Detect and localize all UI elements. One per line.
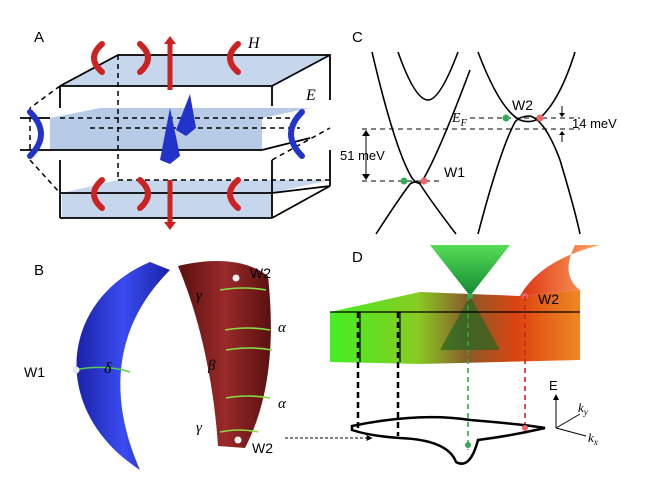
w2-node-top [232, 274, 240, 282]
label-delta: δ [104, 360, 112, 377]
panel-a-label: A [34, 29, 44, 46]
label-e: E [305, 87, 316, 104]
panel-b: B W1 δ W2 W2 γ γ α α β [24, 261, 373, 470]
label-w2-top: W2 [250, 265, 271, 281]
w2-node-green [502, 114, 510, 122]
w1-node-green [400, 177, 408, 185]
w2-node-bottom [234, 436, 242, 444]
w1-node-red [420, 177, 428, 185]
energy-levels [362, 117, 580, 182]
proj-node-red [522, 425, 528, 431]
gap-14-arrow-bottom [559, 131, 565, 135]
weyl-cone-red [520, 245, 600, 296]
bottom-face [62, 180, 330, 218]
gap-51-arrow-top [362, 130, 370, 136]
e-field-leaf-2 [176, 94, 196, 136]
fermi-arc-contour [350, 415, 546, 465]
panel-d-label: D [352, 249, 363, 266]
label-w2-c: W2 [512, 97, 533, 113]
hidden-edges [29, 55, 331, 194]
e-axis-arrow [553, 394, 559, 400]
proj-node-green [465, 442, 471, 448]
label-w2-d: W2 [538, 291, 559, 307]
panel-a: A [20, 29, 331, 230]
weyl-cone-green [430, 245, 510, 296]
blue-fermi-pocket [76, 262, 170, 470]
h-field-arcs [91, 41, 241, 211]
w2-node-red [536, 114, 544, 122]
panel-c: C 51 meV EF W2 W1 [340, 29, 617, 235]
panel-d: D W2 E ky kx [330, 245, 600, 465]
gap-51-arrow-bottom [362, 174, 370, 180]
red-pocket-orbits [219, 287, 273, 433]
label-h: H [247, 35, 261, 52]
e-field-leaf-1 [160, 108, 180, 164]
top-face [60, 55, 330, 86]
label-w2-bottom: W2 [252, 440, 273, 456]
panel-b-label: B [34, 262, 44, 279]
label-w1-b: W1 [24, 364, 45, 380]
label-ef: EF [451, 111, 468, 129]
h-arrow-top [164, 36, 176, 44]
crystal-box [20, 54, 331, 219]
label-axis-ky: ky [578, 400, 588, 417]
surface-outline [330, 311, 580, 362]
black-projections [356, 312, 400, 436]
panel-c-label: C [352, 29, 363, 46]
label-gamma-bottom: γ [196, 420, 203, 436]
h-arrow-bottom [164, 222, 176, 230]
weyl-cone-green-lower [440, 296, 500, 350]
band-curves [371, 51, 581, 235]
label-beta: β [207, 358, 216, 374]
red-fermi-pocket [178, 261, 271, 448]
k-axes [555, 398, 587, 437]
label-51mev: 51 meV [340, 148, 385, 163]
label-alpha-bottom: α [278, 396, 287, 412]
label-axis-kx: kx [588, 430, 598, 447]
label-gamma-top: γ [196, 288, 203, 304]
label-w1-c: W1 [444, 164, 465, 180]
label-14mev: 14 meV [572, 116, 617, 131]
w1-node [72, 366, 80, 374]
label-axis-e: E [549, 378, 558, 393]
e-field-arcs [27, 109, 305, 159]
label-alpha-top: α [278, 320, 287, 336]
gap-14-arrow-top [559, 113, 565, 117]
